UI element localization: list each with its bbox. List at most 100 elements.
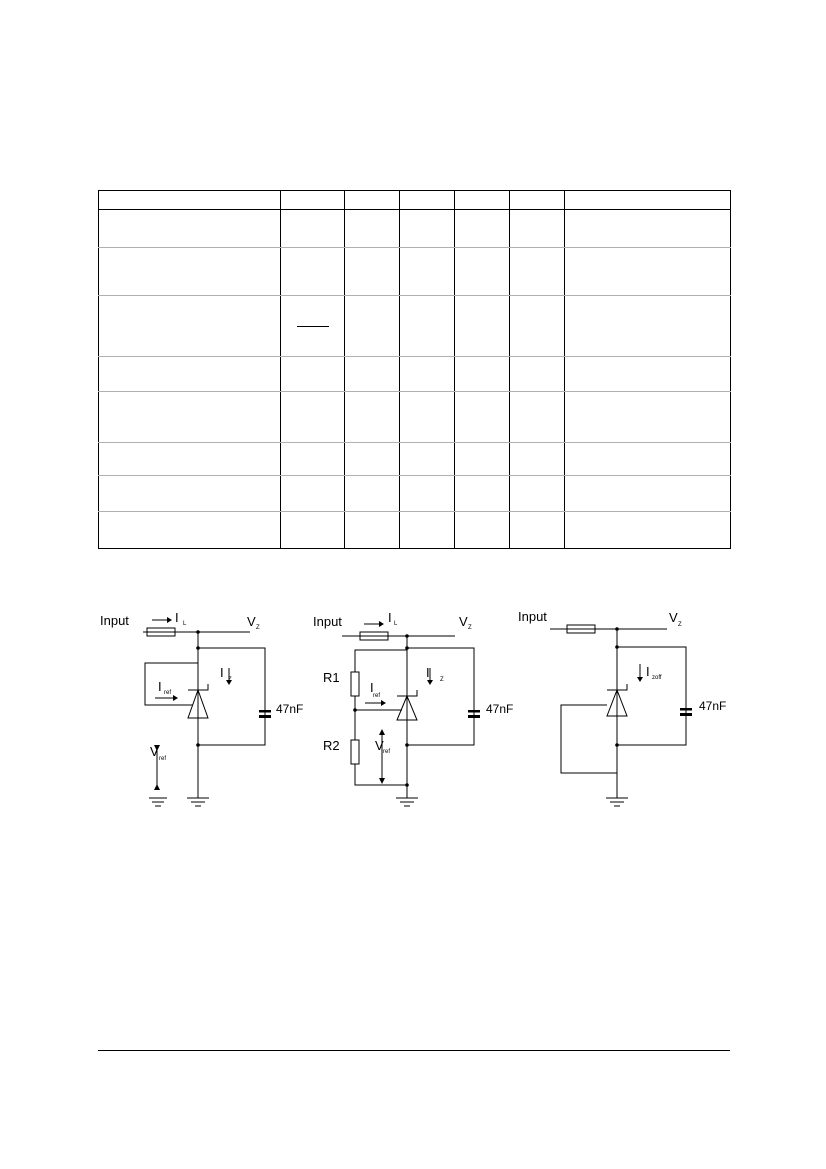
table-cell <box>280 442 345 476</box>
table-cell <box>280 511 345 549</box>
table-cell <box>344 247 400 296</box>
resistor-icon <box>566 624 596 634</box>
reference-diode-icon <box>396 694 418 721</box>
table-cell <box>454 442 510 476</box>
arrowhead-icon <box>427 680 433 685</box>
table-cell <box>454 295 510 357</box>
table-cell <box>509 356 565 392</box>
table-cell <box>509 247 565 296</box>
table-cell <box>280 247 345 296</box>
table-cell <box>280 391 345 443</box>
circuit-2-diagram: Input I L V Z R1 R2 I Z I ref V ref 47nF <box>313 610 513 807</box>
resistor-r1-icon <box>350 671 360 697</box>
table-cell <box>98 247 281 296</box>
wire <box>560 704 617 774</box>
resistor-icon <box>146 627 176 637</box>
table-cell <box>564 511 731 549</box>
junction-dot <box>615 743 619 747</box>
table-cell <box>344 511 400 549</box>
junction-dot <box>353 708 357 712</box>
table-cell <box>399 295 455 357</box>
ref-current-label: I <box>158 679 162 694</box>
capacitor-icon <box>680 708 692 711</box>
off-current-label: I <box>646 664 650 679</box>
table-row <box>98 209 731 248</box>
table-cell <box>344 209 400 248</box>
table-cell <box>454 209 510 248</box>
arrowhead-icon <box>381 700 386 706</box>
capacitor-icon <box>468 710 480 713</box>
arrowhead-icon <box>173 695 178 701</box>
output-voltage-label: V <box>459 614 468 629</box>
junction-dot <box>405 743 409 747</box>
arrowhead-icon <box>167 617 172 623</box>
table-cell <box>344 295 400 357</box>
table-cell <box>399 247 455 296</box>
table-cell <box>564 209 731 248</box>
capacitor-value-label: 47nF <box>276 702 303 716</box>
reference-diode-icon <box>188 684 209 691</box>
arrowhead-icon <box>379 729 385 735</box>
table-row <box>98 295 731 357</box>
r2-label: R2 <box>323 738 340 753</box>
capacitor-value-label: 47nF <box>486 702 513 716</box>
input-label: Input <box>313 614 342 629</box>
ref-current-subscript: ref <box>373 693 380 699</box>
junction-dot <box>196 743 200 747</box>
table-cell <box>509 209 565 248</box>
table-row <box>98 356 731 392</box>
junction-dot <box>615 645 619 649</box>
wire <box>198 647 266 746</box>
table-row <box>98 247 731 296</box>
header-cell <box>564 190 731 210</box>
table-cell <box>564 295 731 357</box>
header-cell <box>399 190 455 210</box>
table-cell <box>344 442 400 476</box>
table-cell <box>344 391 400 443</box>
off-current-subscript: zoff <box>652 675 662 681</box>
zener-current-label: I <box>426 665 430 680</box>
table-cell <box>399 209 455 248</box>
fraction-bar <box>296 325 329 327</box>
header-cell <box>344 190 400 210</box>
input-label: Input <box>100 613 129 628</box>
table-cell <box>509 391 565 443</box>
reference-diode-icon <box>606 688 628 717</box>
table-row <box>98 391 731 443</box>
table-cell <box>280 356 345 392</box>
table-cell <box>564 442 731 476</box>
reference-diode-icon <box>397 690 418 697</box>
output-voltage-label: V <box>669 610 678 625</box>
table-cell <box>344 475 400 512</box>
table-cell <box>454 356 510 392</box>
arrowhead-icon <box>154 784 160 790</box>
table-row <box>98 511 731 549</box>
header-cell <box>98 190 281 210</box>
table-cell <box>399 356 455 392</box>
table-cell <box>564 475 731 512</box>
arrowhead-icon <box>226 680 232 685</box>
output-voltage-subscript: Z <box>256 625 260 631</box>
circuit-3-diagram: Input V Z I zoff 47nF <box>518 609 726 807</box>
zener-current-subscript: Z <box>440 677 444 683</box>
ref-current-subscript: ref <box>164 690 171 696</box>
ref-current-label: I <box>370 680 374 695</box>
wire <box>144 662 198 706</box>
capacitor-icon <box>680 713 692 716</box>
load-current-subscript: L <box>394 621 398 627</box>
reference-diode-icon <box>187 688 209 719</box>
table-cell <box>98 475 281 512</box>
spec-table <box>98 190 731 549</box>
table-cell <box>399 511 455 549</box>
table-cell <box>98 511 281 549</box>
table-cell <box>509 475 565 512</box>
arrowhead-icon <box>154 745 160 751</box>
table-cell <box>399 442 455 476</box>
table-cell <box>509 295 565 357</box>
output-voltage-subscript: Z <box>678 622 682 628</box>
header-cell <box>509 190 565 210</box>
header-cell <box>454 190 510 210</box>
zener-current-subscript: Z <box>228 677 232 683</box>
junction-dot <box>615 627 619 631</box>
load-current-label: I <box>175 610 179 625</box>
